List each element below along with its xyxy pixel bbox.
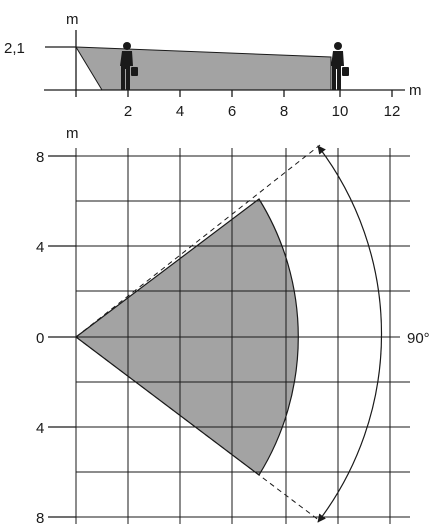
top-view: m 8 4 0 4 8 90° <box>36 125 430 527</box>
side-x-tick-label: 6 <box>228 103 236 120</box>
side-coverage-area <box>75 46 332 91</box>
top-y-tick-label: 8 <box>36 510 44 527</box>
angle-arc <box>317 145 383 523</box>
angle-boundary-lower <box>75 336 321 522</box>
angle-boundary-upper <box>75 144 321 338</box>
side-x-tick-label: 8 <box>280 103 288 120</box>
side-x-tick-label: 10 <box>332 103 349 120</box>
side-x-unit-label: m <box>409 82 422 99</box>
top-grid <box>75 148 410 524</box>
top-y-tick-label: 8 <box>36 149 44 166</box>
side-x-tick-label: 2 <box>124 103 132 120</box>
side-view: m 2,1 m 2 4 6 8 10 12 <box>4 11 422 120</box>
top-y-tick-label: 4 <box>36 239 44 256</box>
side-x-tick-label: 12 <box>384 103 401 120</box>
height-label: 2,1 <box>4 40 25 57</box>
angle-label: 90° <box>407 330 430 347</box>
top-y-tick-label: 0 <box>36 330 44 347</box>
top-y-unit-label: m <box>66 125 79 142</box>
side-y-unit-label: m <box>66 11 79 28</box>
side-x-tick-label: 4 <box>176 103 184 120</box>
person-with-briefcase-icon <box>331 42 349 90</box>
person-with-briefcase-icon <box>120 42 138 90</box>
top-y-tick-label: 4 <box>36 420 44 437</box>
